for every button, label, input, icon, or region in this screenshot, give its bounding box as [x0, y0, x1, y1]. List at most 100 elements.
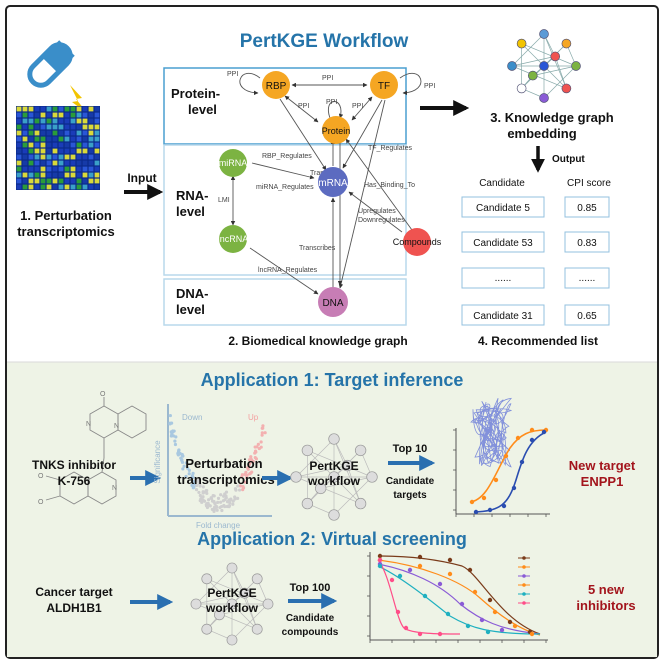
volcano-dot	[261, 424, 265, 428]
volcano-dot	[236, 484, 240, 488]
heatmap-cell	[52, 118, 58, 124]
chart-point	[389, 577, 395, 583]
heatmap-cell	[82, 178, 88, 184]
heatmap-cell	[28, 160, 34, 166]
volcano-dot	[255, 445, 259, 449]
edge-label-mirna-regulates: miRNA_Regulates	[256, 184, 314, 191]
heatmap-cell	[76, 124, 82, 130]
heatmap-cell	[94, 136, 100, 142]
edge-label-upregulates: Upregulates	[358, 208, 396, 215]
heatmap-cell	[46, 166, 52, 172]
heatmap-cell	[40, 184, 46, 190]
heatmap-cell	[16, 166, 22, 172]
network-node	[539, 29, 549, 39]
heatmap-cell	[70, 112, 76, 118]
node-compounds	[403, 228, 431, 256]
network-node	[354, 444, 367, 457]
heatmap-cell	[88, 118, 94, 124]
volcano-dot	[192, 482, 196, 486]
volcano-dot	[263, 431, 267, 435]
k756-molecule-drawing	[45, 397, 147, 505]
volcano-dot	[173, 439, 177, 443]
chart-point	[481, 495, 487, 501]
network-node	[550, 51, 561, 62]
node-lncrna	[219, 225, 247, 253]
edge-rbp-mrna	[279, 98, 327, 171]
volcano-dot	[206, 498, 211, 502]
network-edge	[195, 592, 245, 605]
heatmap-cell	[94, 178, 100, 184]
network-node	[262, 598, 274, 610]
chart-point	[377, 563, 383, 569]
edge-label-ppi-top: PPI	[322, 75, 333, 82]
app1-drug-line2: K-756	[58, 474, 91, 488]
heatmap-cell	[88, 142, 94, 148]
heatmap-cell	[82, 184, 88, 190]
volcano-dot	[190, 476, 194, 480]
heatmap-cell	[88, 154, 94, 160]
network-edge	[206, 578, 269, 605]
volcano-dot	[238, 484, 242, 488]
heatmap-cell	[82, 136, 88, 142]
chart-point	[529, 427, 535, 433]
heatmap-cell	[76, 142, 82, 148]
volcano-ylabel: Significance	[153, 440, 162, 484]
volcano-dot	[170, 421, 174, 425]
heatmap-cell	[28, 142, 34, 148]
chart-point	[437, 631, 443, 637]
volcano-dot	[210, 499, 215, 503]
volcano-dot	[181, 467, 185, 471]
volcano-dot	[213, 505, 217, 509]
volcano-dot	[249, 471, 253, 475]
app1-cand-line2: targets	[393, 490, 427, 501]
volcano-dot	[261, 426, 265, 430]
heatmap-cell	[64, 154, 70, 160]
heatmap-cell	[34, 124, 40, 130]
dna-level-box	[163, 278, 407, 326]
heatmap-cell	[88, 178, 94, 184]
heatmap-cell	[64, 112, 70, 118]
heatmap-cell	[82, 172, 88, 178]
heatmap-cell	[28, 124, 34, 130]
volcano-dot	[246, 466, 250, 470]
heatmap-cell	[88, 160, 94, 166]
node-tf	[370, 71, 398, 99]
heatmap-cell	[34, 130, 40, 136]
heatmap-cell	[58, 118, 64, 124]
heatmap-cell	[70, 124, 76, 130]
volcano-dot	[179, 456, 183, 460]
volcano-dot	[180, 460, 185, 464]
volcano-dot	[253, 451, 257, 455]
heatmap-cell	[64, 184, 70, 190]
heatmap-cell	[28, 148, 34, 154]
network-node	[539, 61, 549, 71]
volcano-dot	[222, 494, 226, 498]
chart-point	[485, 629, 491, 635]
chart-point	[467, 567, 473, 573]
protein-level-label-line1: Protein-	[171, 86, 220, 101]
chart-point	[529, 437, 535, 443]
output-label: Output	[552, 154, 585, 165]
volcano-dot	[241, 484, 245, 489]
volcano-dot	[243, 472, 247, 477]
chart-point	[511, 485, 517, 491]
legend-marker	[522, 556, 526, 560]
network-node	[561, 83, 572, 94]
network-edge	[543, 65, 567, 89]
heatmap-cell	[88, 166, 94, 172]
heatmap-cell	[52, 184, 58, 190]
chart-point	[472, 589, 478, 595]
volcano-dot	[172, 429, 176, 433]
chart-point	[487, 507, 493, 513]
heatmap-cell	[76, 118, 82, 124]
step3-label-line1: 3. Knowledge graph	[490, 110, 614, 125]
step3-label-line2: embedding	[507, 126, 576, 141]
heatmap-cell	[40, 178, 46, 184]
heatmap-cell	[82, 160, 88, 166]
heatmap-cell	[88, 112, 94, 118]
heatmap-cell	[58, 106, 64, 112]
heatmap-cell	[40, 166, 46, 172]
heatmap-cell	[22, 148, 28, 154]
table-row: ...... ......	[461, 267, 610, 289]
heatmap-cell	[40, 142, 46, 148]
